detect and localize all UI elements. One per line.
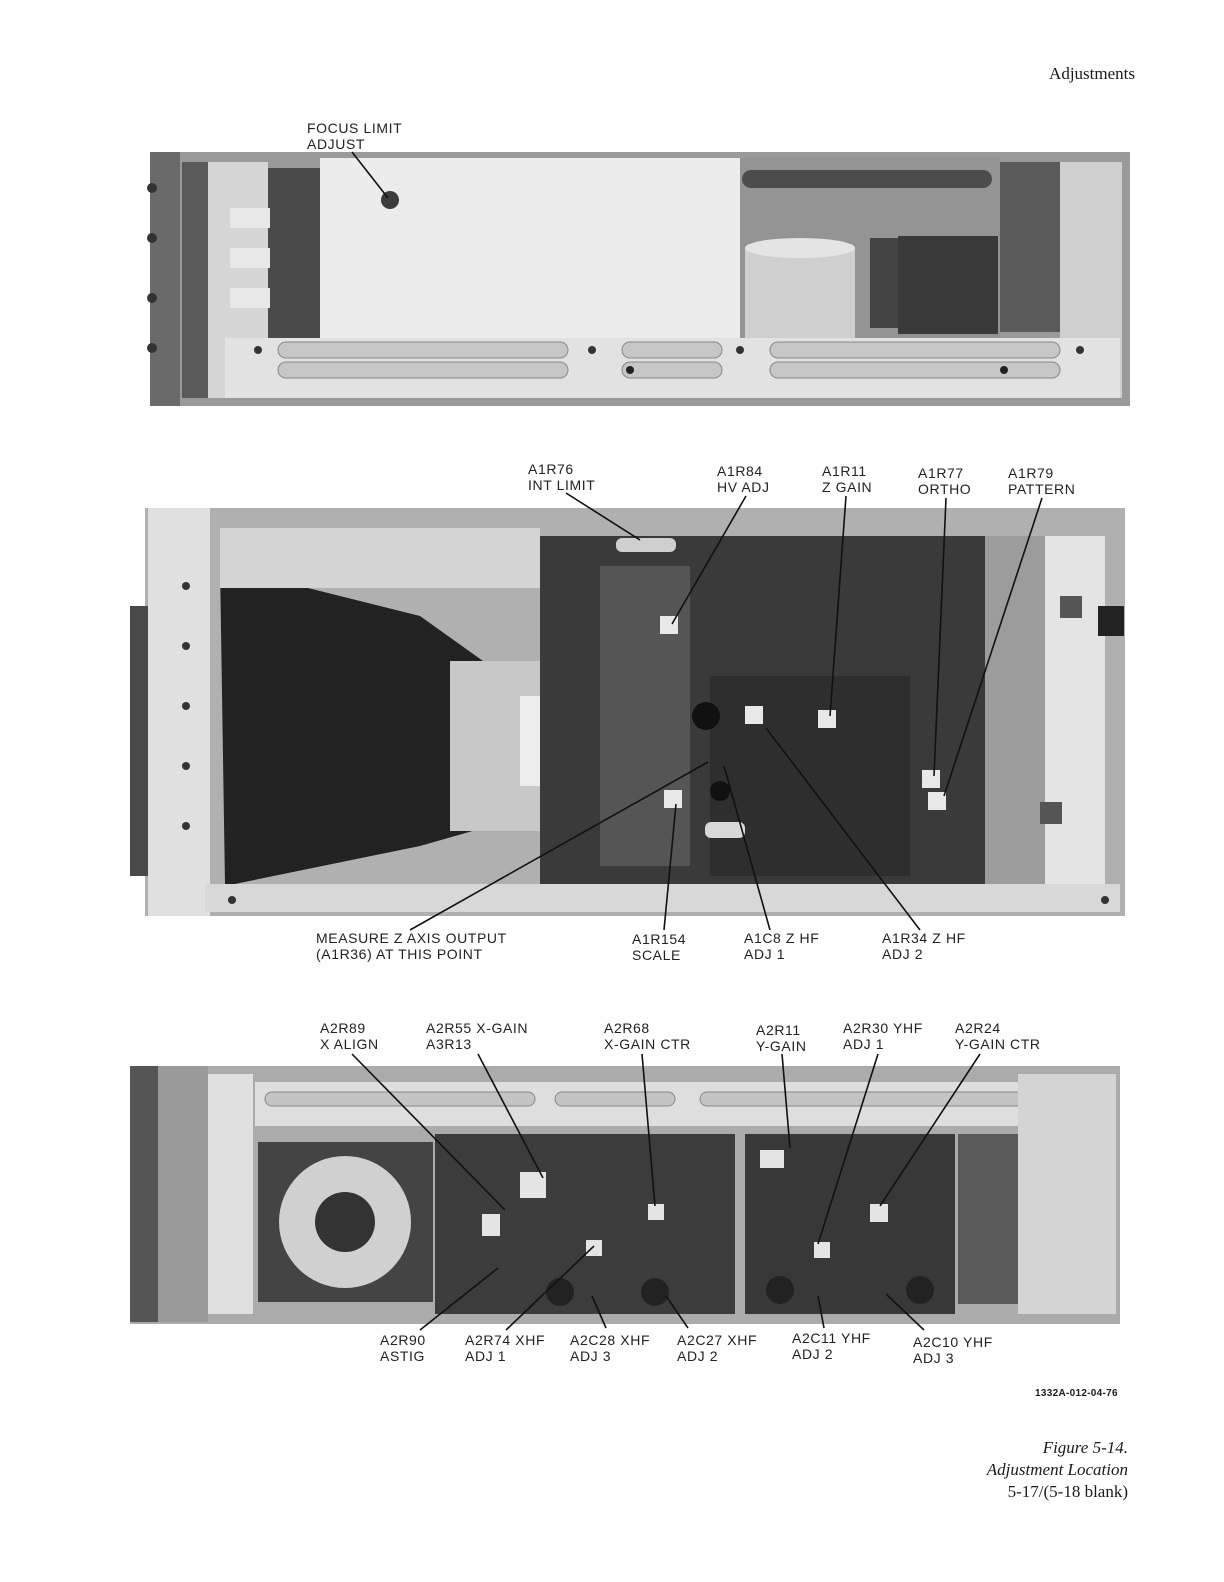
photo-bottom-view-a2 xyxy=(0,1064,1224,1328)
photo-top-view xyxy=(0,148,1224,410)
label-measure-z-axis: MEASURE Z AXIS OUTPUT(A1R36) AT THIS POI… xyxy=(316,930,507,962)
caption-figure: Figure 5-14. xyxy=(1042,1438,1128,1457)
page-number: 5-17/(5-18 blank) xyxy=(1007,1482,1128,1501)
figure-number: 1332A-012-04-76 xyxy=(1035,1388,1118,1399)
photo-side-view-a1 xyxy=(0,506,1224,920)
figure-caption: Figure 5-14. Adjustment Location 5-17/(5… xyxy=(987,1437,1128,1503)
section-header: Adjustments xyxy=(1049,64,1135,83)
caption-title: Adjustment Location xyxy=(986,1460,1128,1479)
